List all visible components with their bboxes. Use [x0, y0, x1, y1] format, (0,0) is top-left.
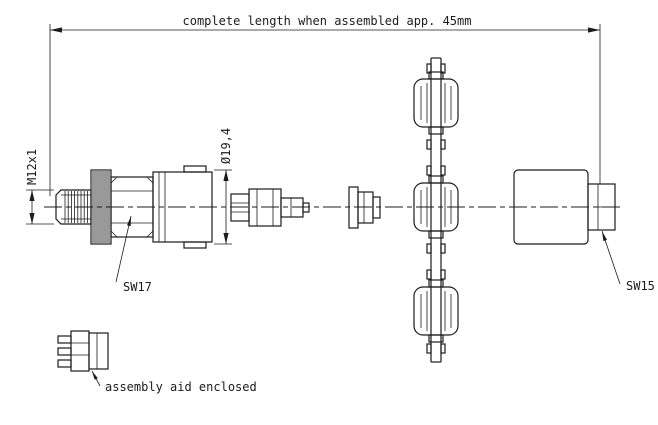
- diameter-dimension: Ø19,4: [214, 128, 233, 245]
- thread-dimension: M12x1: [25, 149, 54, 225]
- arrowhead-down: [223, 233, 229, 244]
- strip-notch: [440, 269, 446, 280]
- leader-arrowhead: [127, 216, 131, 227]
- sw17-label: SW17: [123, 280, 152, 294]
- assembly-aid-tool: [57, 330, 109, 372]
- m12-connector: [55, 165, 213, 249]
- arrowhead-up: [29, 190, 35, 201]
- arrowhead-down: [29, 213, 35, 224]
- strip-notch: [426, 343, 432, 354]
- insert-tip: [302, 202, 310, 213]
- tool-prong: [57, 359, 72, 368]
- strip-notch: [440, 243, 446, 254]
- assembly-aid-callout: assembly aid enclosed: [91, 370, 257, 394]
- strip-notch: [426, 165, 432, 176]
- sw15-callout: SW15: [601, 230, 655, 293]
- latch-top: [183, 165, 207, 173]
- latch-bottom: [183, 241, 207, 249]
- assembly-aid-label: assembly aid enclosed: [105, 380, 257, 394]
- bushing-neck: [372, 196, 381, 219]
- diameter-dimension-label: Ø19,4: [219, 128, 233, 164]
- tool-body-rear: [88, 332, 109, 370]
- tool-prong: [57, 347, 72, 356]
- strip-notch: [440, 139, 446, 150]
- bushing-body: [357, 191, 374, 224]
- contact-block: [230, 193, 250, 222]
- strip-notch: [426, 243, 432, 254]
- contact-insert: [230, 188, 310, 227]
- seal-carrier-strip: [413, 57, 459, 363]
- leader-line: [601, 230, 621, 285]
- sw15-label: SW15: [626, 279, 655, 293]
- strip-notch: [426, 269, 432, 280]
- arrowhead-left: [50, 27, 62, 33]
- overall-length-dimension: complete length when assembled app. 45mm: [49, 14, 601, 196]
- wire-seal-bottom: [413, 279, 459, 343]
- arrowhead-up: [223, 170, 229, 181]
- arrowhead-right: [588, 27, 600, 33]
- leader-line: [115, 215, 132, 283]
- bushing-flange: [348, 186, 359, 229]
- tool-prong: [57, 335, 72, 344]
- insert-body: [248, 188, 282, 227]
- wire-seal-top: [413, 71, 459, 135]
- strip-notch: [440, 343, 446, 354]
- strip-notch: [426, 139, 432, 150]
- insert-plug: [280, 197, 304, 218]
- strip-notch: [440, 165, 446, 176]
- sw17-callout: SW17: [115, 215, 152, 294]
- leader-line: [91, 370, 101, 387]
- seal-bushing: [348, 186, 381, 229]
- tool-body-front: [70, 330, 90, 372]
- thread-dimension-label: M12x1: [25, 149, 39, 185]
- overall-length-label: complete length when assembled app. 45mm: [183, 14, 472, 28]
